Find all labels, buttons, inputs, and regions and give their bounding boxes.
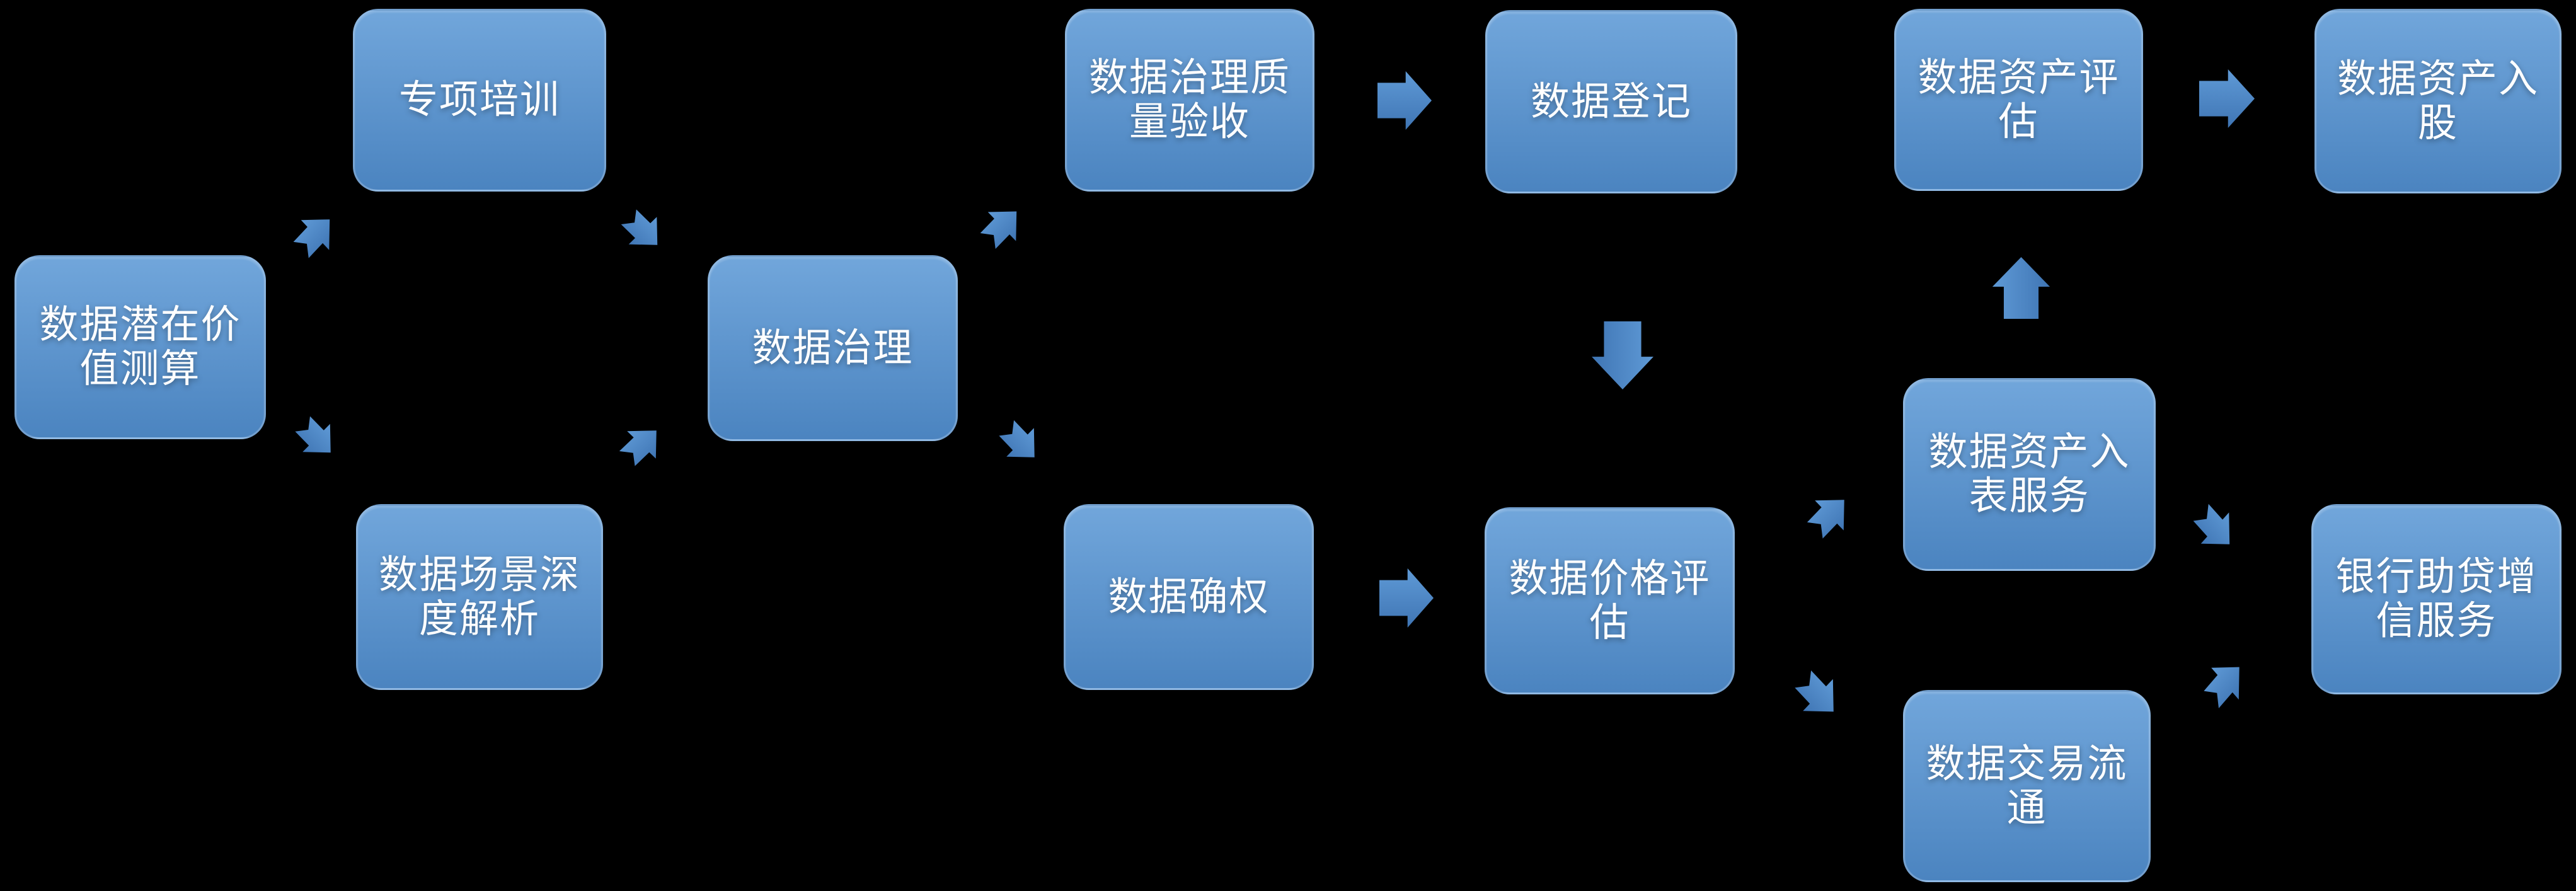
node-label: 银行助贷增信服务	[2335, 555, 2537, 643]
arrow-data-price-evaluation-to-trading-circulation	[1795, 670, 1834, 712]
arrow-head-right	[1377, 71, 1432, 130]
node-data-price-evaluation: 数据价格评估	[1485, 507, 1735, 694]
node-label-line: 表服务	[1969, 474, 2090, 518]
arrow-head-up	[1992, 257, 2050, 319]
arrow-data-governance-to-data-rights-confirmation	[999, 420, 1035, 457]
node-scenario-analysis: 数据场景深度解析	[356, 504, 603, 690]
node-label: 数据治理	[752, 326, 913, 371]
arrow-head-se	[2193, 503, 2230, 544]
node-label: 数据价格评估	[1509, 557, 1710, 645]
arrow-trading-circulation-to-bank-credit-service	[2204, 667, 2240, 708]
arrow-data-governance-to-governance-quality-acceptance	[980, 211, 1017, 250]
node-label: 数据潜在价值测算	[39, 303, 241, 391]
node-label-line: 数据资产入	[1928, 430, 2130, 474]
arrow-head-right	[2199, 69, 2255, 129]
arrow-head-right	[1379, 568, 1434, 628]
arrow-head-ne	[2204, 667, 2240, 708]
node-label-line: 数据价格评	[1509, 556, 1711, 601]
node-label-line: 股	[2417, 101, 2458, 145]
arrow-data-rights-confirmation-to-data-price-evaluation	[1379, 568, 1434, 628]
node-potential-value-calc: 数据潜在价值测算	[14, 255, 266, 439]
arrow-head-se	[295, 416, 331, 453]
arrow-head-se	[621, 209, 658, 245]
arrow-head-down	[1592, 321, 1653, 389]
node-label-line: 银行助贷增	[2335, 555, 2538, 599]
node-label: 数据资产评估	[1918, 56, 2119, 144]
arrow-asset-balance-sheet-service-to-bank-credit-service	[2193, 503, 2230, 544]
arrow-head-se	[999, 420, 1035, 457]
arrow-special-training-to-data-governance	[621, 209, 658, 245]
arrow-data-registration-to-data-price-evaluation	[1592, 321, 1653, 389]
arrow-potential-value-calc-to-special-training	[293, 219, 330, 258]
arrow-asset-balance-sheet-service-to-asset-valuation	[1992, 257, 2050, 319]
arrow-asset-valuation-to-asset-equity	[2199, 69, 2255, 129]
node-label: 数据治理质量验收	[1089, 56, 1291, 144]
node-label: 专项培训	[399, 78, 560, 122]
arrow-potential-value-calc-to-scenario-analysis	[295, 416, 331, 453]
node-label-line: 估	[1998, 100, 2039, 144]
arrow-head-ne	[619, 430, 657, 466]
node-bank-credit-service: 银行助贷增信服务	[2311, 504, 2562, 694]
arrow-scenario-analysis-to-data-governance	[619, 430, 657, 466]
node-data-governance: 数据治理	[708, 255, 958, 441]
node-label-line: 数据资产入	[2337, 57, 2539, 101]
node-label-line: 估	[1589, 601, 1630, 645]
node-label-line: 数据交易流	[1926, 742, 2128, 786]
node-label-line: 数据登记	[1530, 79, 1692, 124]
node-special-training: 专项培训	[353, 9, 606, 192]
node-label: 数据确权	[1108, 575, 1269, 619]
node-label: 数据交易流通	[1926, 742, 2127, 831]
arrow-head-ne	[1807, 500, 1844, 539]
node-data-registration: 数据登记	[1485, 10, 1737, 193]
node-label: 数据登记	[1531, 80, 1692, 124]
arrow-head-ne	[293, 219, 330, 258]
node-label-line: 度解析	[418, 597, 540, 641]
arrow-head-ne	[980, 211, 1017, 250]
node-label: 数据资产入表服务	[1928, 430, 2130, 519]
arrow-governance-quality-acceptance-to-data-registration	[1377, 71, 1432, 130]
node-asset-balance-sheet-service: 数据资产入表服务	[1903, 378, 2156, 571]
node-label: 数据资产入股	[2337, 57, 2539, 146]
node-label-line: 量验收	[1129, 100, 1250, 144]
node-label-line: 数据治理	[752, 326, 914, 370]
node-governance-quality-acceptance: 数据治理质量验收	[1065, 9, 1314, 192]
arrow-head-se	[1795, 670, 1834, 712]
node-label-line: 值测算	[79, 347, 201, 391]
node-label-line: 数据潜在价	[39, 303, 241, 347]
node-data-rights-confirmation: 数据确权	[1064, 504, 1314, 690]
arrow-data-price-evaluation-to-asset-balance-sheet-service	[1807, 500, 1844, 539]
node-label: 数据场景深度解析	[379, 553, 580, 641]
node-label-line: 数据资产评	[1918, 55, 2120, 100]
node-asset-valuation: 数据资产评估	[1894, 9, 2143, 191]
node-label-line: 信服务	[2376, 599, 2497, 643]
node-trading-circulation: 数据交易流通	[1903, 690, 2151, 882]
node-label-line: 数据确权	[1108, 575, 1270, 619]
node-label-line: 专项培训	[398, 78, 560, 122]
node-label-line: 通	[2006, 786, 2047, 830]
node-label-line: 数据治理质	[1088, 56, 1291, 100]
node-asset-equity: 数据资产入股	[2314, 9, 2562, 193]
node-label-line: 数据场景深	[378, 553, 580, 597]
